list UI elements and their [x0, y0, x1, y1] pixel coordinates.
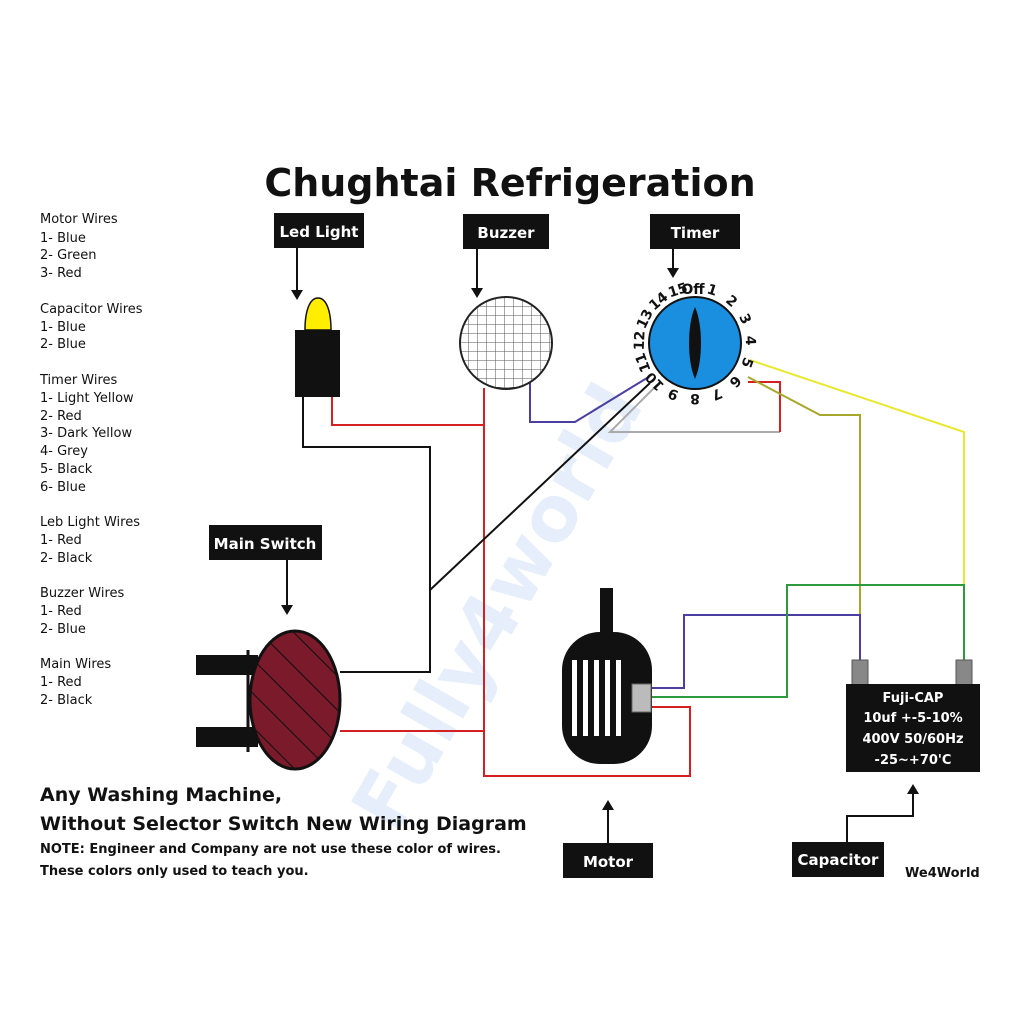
led-light: Led Light	[274, 213, 364, 397]
legend-buzzer-item: 2- Blue	[40, 622, 86, 637]
led-label-box	[274, 213, 364, 248]
capacitor-spec-line: Fuji-CAP	[883, 691, 944, 706]
wire-timer-grey	[607, 384, 780, 433]
capacitor-terminal-left	[851, 659, 869, 687]
led-label: Led Light	[280, 223, 359, 241]
legend-motor-heading: Motor Wires	[40, 212, 118, 227]
led-base	[295, 330, 340, 397]
footer-credit: We4World	[905, 866, 980, 881]
legend-motor-item: 3- Red	[40, 266, 82, 281]
motor-fin	[605, 660, 610, 736]
led-arrow-head	[291, 290, 303, 300]
wire-legend: Motor Wires 1- Blue 2- Green 3- Red Capa…	[39, 212, 143, 708]
main-switch-label: Main Switch	[214, 535, 317, 553]
motor-label-box	[563, 843, 653, 878]
led-bulb	[304, 297, 332, 331]
wire-timer-dark-yellow	[747, 376, 861, 660]
timer-dial-number: 1	[705, 282, 719, 300]
legend-timer-item: 4- Grey	[40, 444, 88, 459]
timer-label-box	[650, 214, 740, 249]
footer-note-line1: NOTE: Engineer and Company are not use t…	[40, 842, 501, 857]
legend-capacitor-item: 2- Blue	[40, 337, 86, 352]
legend-main-item: 2- Black	[40, 693, 93, 708]
legend-led-heading: Leb Light Wires	[40, 515, 140, 530]
motor: Motor	[562, 588, 653, 878]
wire-timer-red	[748, 381, 781, 432]
buzzer-label: Buzzer	[477, 224, 535, 242]
timer-dial-number: 11	[633, 350, 655, 374]
legend-timer-item: 6- Blue	[40, 480, 86, 495]
footer-heading-line1: Any Washing Machine,	[40, 784, 282, 806]
legend-timer-heading: Timer Wires	[39, 373, 118, 388]
legend-led-item: 2- Black	[40, 551, 93, 566]
capacitor: Fuji-CAP 10uf +-5-10% 400V 50/60Hz -25~+…	[792, 659, 980, 877]
timer-label: Timer	[671, 224, 720, 242]
main-switch-arrow-head	[281, 605, 293, 615]
legend-motor-item: 2- Green	[40, 248, 96, 263]
wire-main-red	[483, 388, 691, 777]
capacitor-terminal-right	[955, 659, 973, 687]
capacitor-arrow-head	[907, 784, 919, 794]
motor-fin	[616, 660, 621, 736]
wire-motor-green	[651, 584, 965, 698]
plug-prong-top	[196, 655, 258, 675]
buzzer-grille	[459, 296, 553, 390]
plug-prong-bottom	[196, 727, 258, 747]
capacitor-spec-line: 400V 50/60Hz	[862, 732, 963, 747]
legend-timer-item: 1- Light Yellow	[40, 391, 134, 406]
main-switch: Main Switch	[196, 525, 342, 771]
timer-dial-number: 8	[690, 390, 700, 406]
capacitor-arrow-line	[846, 792, 914, 842]
legend-timer-item: 3- Dark Yellow	[40, 426, 132, 441]
legend-timer-item: 2- Red	[40, 409, 82, 424]
legend-motor-item: 1- Blue	[40, 231, 86, 246]
motor-fin	[572, 660, 577, 736]
legend-main-heading: Main Wires	[40, 657, 111, 672]
wires	[302, 359, 965, 777]
capacitor-spec-line: -25~+70'C	[875, 753, 952, 768]
main-switch-label-box	[209, 525, 322, 560]
timer-dial-number: 15	[666, 280, 689, 301]
legend-timer-item: 5- Black	[40, 462, 93, 477]
capacitor-label-box	[792, 842, 884, 877]
wire-motor-blue	[651, 614, 861, 689]
wire-timer-black	[429, 382, 651, 591]
capacitor-label: Capacitor	[798, 851, 879, 869]
timer-knob	[689, 307, 701, 379]
footer-note-line2: These colors only used to teach you.	[40, 864, 309, 879]
wire-led-red	[331, 397, 484, 426]
buzzer-arrow-head	[471, 288, 483, 298]
motor-arrow-head	[602, 800, 614, 810]
wire-buzzer-blue	[529, 377, 648, 423]
timer-dial-number: 13	[634, 307, 657, 331]
footer-heading-line2: Without Selector Switch New Wiring Diagr…	[40, 813, 527, 835]
motor-fins	[572, 660, 621, 736]
legend-buzzer-heading: Buzzer Wires	[40, 586, 125, 601]
timer-off-label: Off	[681, 282, 705, 298]
capacitor-body	[846, 684, 980, 772]
legend-main-item: 1- Red	[40, 675, 82, 690]
switch-body	[248, 629, 342, 771]
buzzer: Buzzer	[459, 214, 553, 390]
capacitor-spec-line: 10uf +-5-10%	[863, 711, 962, 726]
motor-terminal	[631, 683, 652, 713]
motor-fin	[583, 660, 588, 736]
legend-buzzer-item: 1- Red	[40, 604, 82, 619]
timer-dial-number: 12	[632, 330, 649, 350]
timer-dial-number: 5	[737, 355, 755, 370]
wire-led-black	[302, 397, 431, 673]
legend-led-item: 1- Red	[40, 533, 82, 548]
buzzer-label-box	[463, 214, 549, 249]
motor-shaft	[600, 588, 613, 632]
timer-arrow-head	[667, 268, 679, 278]
motor-fin	[594, 660, 599, 736]
page-title: Chughtai Refrigeration	[264, 161, 755, 205]
legend-capacitor-item: 1- Blue	[40, 320, 86, 335]
legend-capacitor-heading: Capacitor Wires	[40, 302, 143, 317]
timer-dial-number: 4	[742, 335, 758, 346]
motor-label: Motor	[583, 853, 634, 871]
